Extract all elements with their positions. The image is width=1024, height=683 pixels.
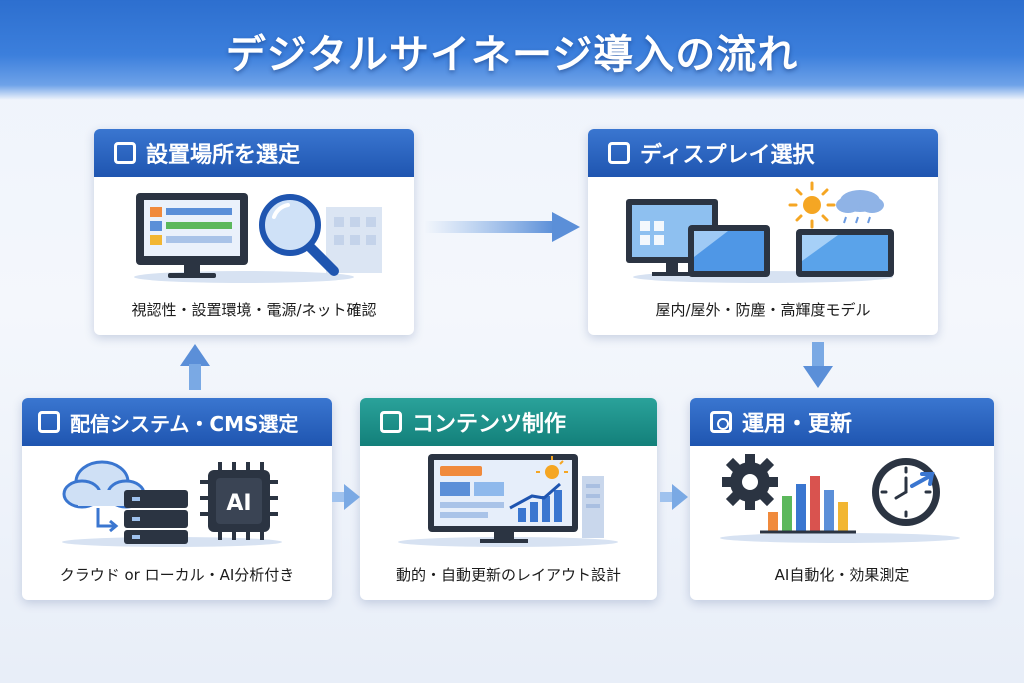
step-card-content: コンテンツ制作 動的・自動更新のレイアウト設計 <box>360 398 657 600</box>
checkbox-icon <box>38 411 60 433</box>
step-card-display: ディスプレイ選択 屋内/屋外・防塵・高輝度モデル <box>588 129 938 335</box>
step-title-operation: 運用・更新 <box>742 412 853 437</box>
ai-chip-label: AI <box>226 491 251 516</box>
step-card-operation: 運用・更新 AI自動化・効果測定 <box>690 398 994 600</box>
step-title-location: 設置場所を選定 <box>146 143 301 168</box>
checkbox-icon <box>608 142 630 164</box>
step-caption-location: 視認性・設置環境・電源/ネット確認 <box>131 301 377 319</box>
title-banner <box>0 0 1024 100</box>
step-title-cms: 配信システム・CMS選定 <box>70 411 299 436</box>
step-header-content: コンテンツ制作 <box>360 398 657 446</box>
checkbox-icon <box>114 142 136 164</box>
arrow-right-2 <box>332 484 360 510</box>
content-layout-illustration <box>398 454 618 547</box>
arrow-right-1 <box>424 212 580 242</box>
arrow-down-1 <box>803 342 833 388</box>
operation-analytics-illustration <box>720 454 960 543</box>
step-card-cms: 配信システム・CMS選定 AI クラウド or ローカル・AI分析付き <box>22 398 332 600</box>
step-header-display: ディスプレイ選択 <box>588 129 938 177</box>
step-caption-cms: クラウド or ローカル・AI分析付き <box>59 566 295 584</box>
step-card-location: 設置場所を選定 視認性・設置環境・電源/ネット確認 <box>94 129 414 335</box>
step-header-cms: 配信システム・CMS選定 <box>22 398 332 446</box>
step-caption-content: 動的・自動更新のレイアウト設計 <box>395 566 621 584</box>
step-title-content: コンテンツ制作 <box>412 412 567 437</box>
display-options-illustration <box>626 181 894 283</box>
arrow-right-3 <box>660 484 688 510</box>
step-caption-operation: AI自動化・効果測定 <box>774 566 910 584</box>
checkbox-icon <box>380 411 402 433</box>
step-header-location: 設置場所を選定 <box>94 129 414 177</box>
cloud-server-ai-illustration: AI <box>62 460 282 547</box>
page-title: デジタルサイネージ導入の流れ <box>225 32 799 78</box>
step-caption-display: 屋内/屋外・防塵・高輝度モデル <box>655 301 871 319</box>
gear-icon <box>710 411 732 433</box>
monitor-search-illustration <box>134 193 382 283</box>
step-title-display: ディスプレイ選択 <box>640 143 815 168</box>
arrow-up-1 <box>180 344 210 390</box>
step-header-operation: 運用・更新 <box>690 398 994 446</box>
